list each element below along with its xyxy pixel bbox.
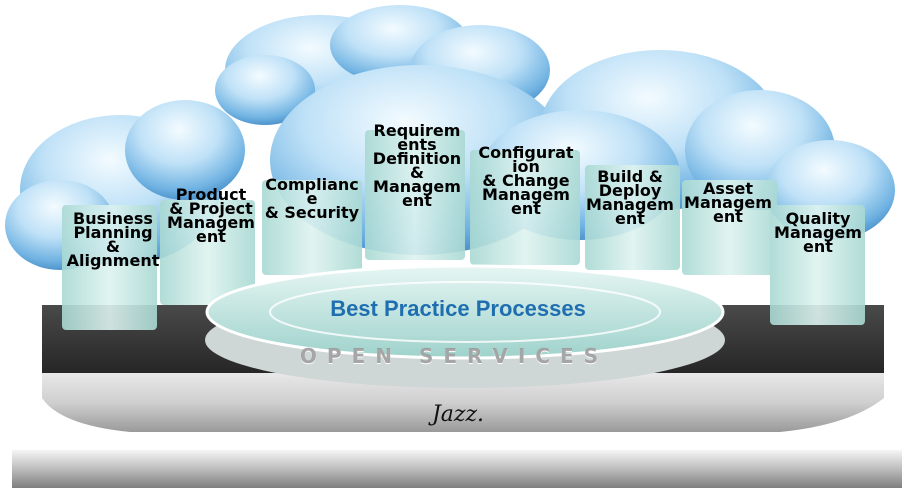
pillar-compliance-security [262,180,362,275]
jazz-logo: Jazz. [431,402,485,427]
pillar-label-configuration-change: Configurat ion & Change Managem ent [478,143,574,218]
pillar-requirements [365,130,465,260]
pillar-label-build-deploy: Build & Deploy Managem ent [586,167,674,228]
pillar-build-deploy [585,165,680,270]
center-process-label: Best Practice Processes [330,296,586,321]
pillar-label-product-project: Product & Project Managem ent [167,185,255,246]
pillar-label-quality: Quality Managem ent [774,209,862,256]
platform-base-band [12,450,902,488]
pillar-asset [682,180,777,275]
pillar-label-requirements: Requirem ents Definition & Managem ent [372,121,462,210]
pillar-label-compliance-security: Complianc e & Security [264,175,360,222]
platform-silver-tier [42,373,884,432]
pillar-business-planning [62,205,157,330]
pillar-label-asset: Asset Managem ent [684,179,772,226]
pillar-label-business-planning: Business Planning & Alignment [66,209,160,270]
pillar-product-project [160,200,255,305]
process-disc [205,264,725,388]
platform-services-label: OPEN SERVICES [299,344,609,368]
pillar-configuration-change [470,150,580,265]
pillar-group [62,130,865,330]
pillar-quality [770,205,865,325]
